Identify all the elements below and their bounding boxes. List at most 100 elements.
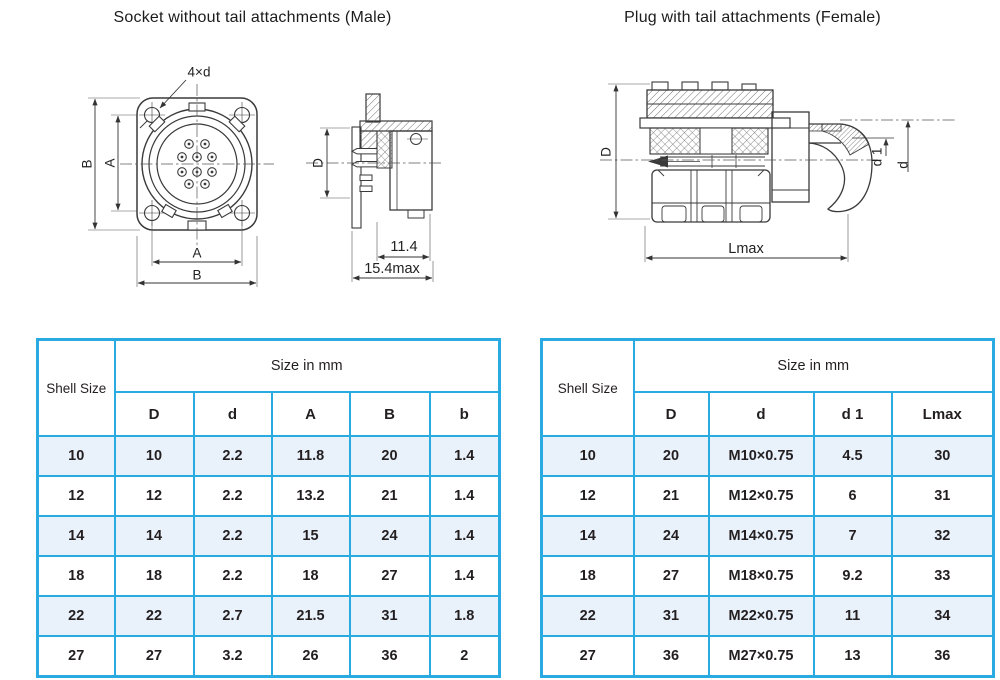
table-cell: 11.8 xyxy=(270,435,351,477)
table-cell: 12 xyxy=(113,475,195,517)
table-cell: 31 xyxy=(890,475,995,517)
table-cell: 10 xyxy=(113,435,195,477)
table-cell: 3.2 xyxy=(192,635,273,678)
table-cell: 1.4 xyxy=(428,435,501,477)
table-cell: 22 xyxy=(36,595,116,637)
technical-drawings xyxy=(88,79,955,287)
column-header: D xyxy=(113,391,195,437)
table-cell: 9.2 xyxy=(812,555,893,597)
table-cell: M14×0.75 xyxy=(707,515,815,557)
column-header: B xyxy=(348,391,431,437)
table-cell: 24 xyxy=(632,515,710,557)
table-cell: 33 xyxy=(890,555,995,597)
shell-size-header: Shell Size xyxy=(36,338,116,437)
table-cell: 30 xyxy=(890,435,995,477)
dim-label-lmax: Lmax xyxy=(728,241,764,257)
table-cell: 2.2 xyxy=(192,435,273,477)
table-cell: 13 xyxy=(812,635,893,678)
table-cell: 1.4 xyxy=(428,475,501,517)
table-cell: 21.5 xyxy=(270,595,351,637)
table-cell: 12 xyxy=(36,475,116,517)
dim-label-plug-d: D xyxy=(598,147,614,157)
table-cell: 18 xyxy=(270,555,351,597)
table-cell: 27 xyxy=(540,635,635,678)
table-cell: 21 xyxy=(348,475,431,517)
shell-size-header: Shell Size xyxy=(540,338,635,437)
size-in-mm-header: Size in mm xyxy=(632,338,995,393)
table-cell: 6 xyxy=(812,475,893,517)
dim-label-side-d: D xyxy=(310,158,326,168)
table-cell: 21 xyxy=(632,475,710,517)
table-cell: 18 xyxy=(113,555,195,597)
table-cell: 31 xyxy=(632,595,710,637)
table-cell: 12 xyxy=(540,475,635,517)
table-cell: 27 xyxy=(36,635,116,678)
table-cell: 24 xyxy=(348,515,431,557)
table-cell: 34 xyxy=(890,595,995,637)
dim-label-a-bottom: A xyxy=(192,245,202,261)
table-cell: 14 xyxy=(540,515,635,557)
column-header: b xyxy=(428,391,501,437)
table-cell: 27 xyxy=(632,555,710,597)
column-header: Lmax xyxy=(890,391,995,437)
table-cell: 18 xyxy=(540,555,635,597)
table-cell: M27×0.75 xyxy=(707,635,815,678)
table-cell: 2.2 xyxy=(192,555,273,597)
dim-label-b-bottom: B xyxy=(192,267,202,283)
table-cell: 14 xyxy=(113,515,195,557)
socket-front-view xyxy=(88,79,274,287)
table-cell: 10 xyxy=(36,435,116,477)
table-cell: 1.4 xyxy=(428,515,501,557)
table-cell: 1.8 xyxy=(428,595,501,637)
column-header: d xyxy=(707,391,815,437)
size-in-mm-header: Size in mm xyxy=(113,338,501,393)
table-cell: 22 xyxy=(540,595,635,637)
table-cell: M18×0.75 xyxy=(707,555,815,597)
table-cell: 2.2 xyxy=(192,515,273,557)
dim-label-b-left: B xyxy=(79,159,95,169)
column-header: d 1 xyxy=(812,391,893,437)
socket-title: Socket without tail attachments (Male) xyxy=(113,9,392,26)
table-cell: 11 xyxy=(812,595,893,637)
dim-label-d: d xyxy=(895,161,911,169)
dim-label-depth-max: 15.4max xyxy=(364,261,420,277)
dim-label-mount-holes: 4×d xyxy=(187,64,211,80)
table-cell: 1.4 xyxy=(428,555,501,597)
table-cell: 7 xyxy=(812,515,893,557)
table-cell: M22×0.75 xyxy=(707,595,815,637)
table-cell: 20 xyxy=(632,435,710,477)
table-cell: 14 xyxy=(36,515,116,557)
table-cell: 2.2 xyxy=(192,475,273,517)
dim-label-d1: d 1 xyxy=(869,147,885,167)
table-cell: 27 xyxy=(113,635,195,678)
table-cell: 22 xyxy=(113,595,195,637)
dim-label-a-left: A xyxy=(102,158,118,168)
table-cell: 2.7 xyxy=(192,595,273,637)
table-cell: 10 xyxy=(540,435,635,477)
table-cell: M12×0.75 xyxy=(707,475,815,517)
table-cell: 36 xyxy=(348,635,431,678)
column-header: A xyxy=(270,391,351,437)
socket-side-view xyxy=(306,93,442,282)
table-cell: M10×0.75 xyxy=(707,435,815,477)
table-cell: 4.5 xyxy=(812,435,893,477)
dim-label-depth: 11.4 xyxy=(390,239,418,255)
table-cell: 26 xyxy=(270,635,351,678)
table-cell: 36 xyxy=(890,635,995,678)
